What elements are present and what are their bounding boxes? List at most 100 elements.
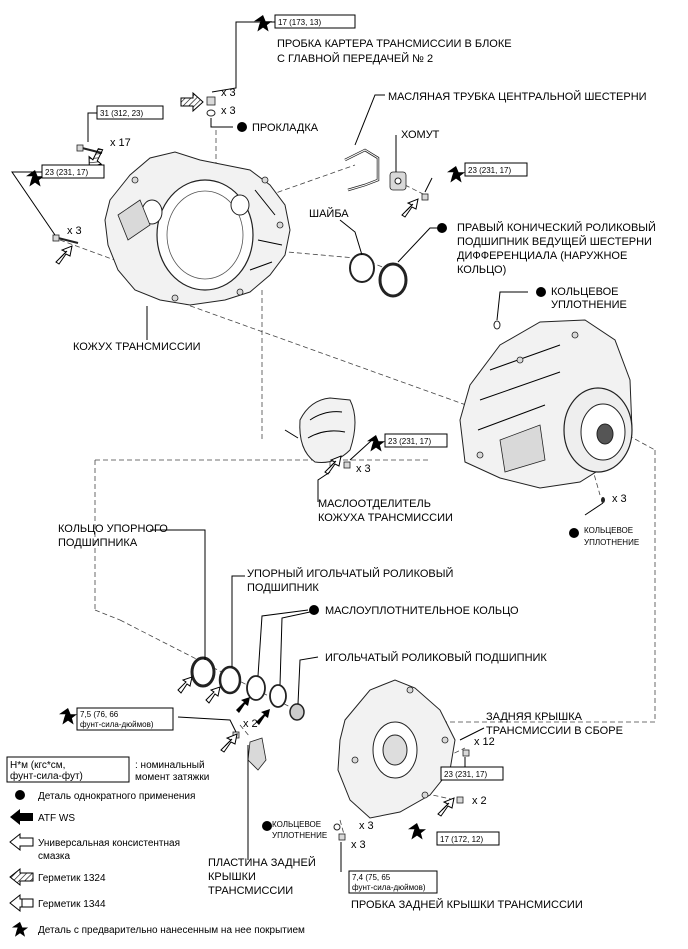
label-bearing-1: ПРАВЫЙ КОНИЧЕСКИЙ РОЛИКОВЫЙ <box>457 221 656 234</box>
qty-oring-bottom: x 3 <box>359 820 374 832</box>
torque-7-5-line2: фунт-сила-дюймов) <box>80 720 154 729</box>
qty-oring-right: x 3 <box>612 493 627 505</box>
qty-bolt31: x 17 <box>110 137 131 149</box>
rear-cover <box>337 679 456 819</box>
transmission-assembly <box>459 319 633 489</box>
legend-units-2: фунт-сила-фут) <box>10 770 83 782</box>
torque-17-173: 17 (173, 13) <box>278 18 321 27</box>
label-oil-seal: МАСЛОУПЛОТНИТЕЛЬНОЕ КОЛЬЦО <box>325 605 519 617</box>
label-oring-right-2: УПЛОТНЕНИЕ <box>584 538 639 547</box>
torque-23-clamp: 23 (231, 17) <box>468 166 511 175</box>
label-oring-top-2: УПЛОТНЕНИЕ <box>551 299 627 311</box>
dot-icon <box>237 122 247 132</box>
thrust-bearing-race <box>190 656 216 688</box>
torque-boxes: 17 (173, 13) 31 (312, 23) 23 (231, 17) 2… <box>41 14 528 894</box>
label-rear-plate-3: ТРАНСМИССИИ <box>208 885 293 897</box>
label-separator-2: КОЖУХА ТРАНСМИССИИ <box>318 512 453 524</box>
label-plug-block-2: С ГЛАВНОЙ ПЕРЕДАЧЕЙ № 2 <box>277 52 433 65</box>
quantities: x 3 x 3 x 17 x 3 x 3 x 3 x 2 x 12 x 2 x … <box>67 87 627 851</box>
qty-plug74: x 3 <box>351 839 366 851</box>
torque-23-separator: 23 (231, 17) <box>388 437 431 446</box>
label-oil-pipe: МАСЛЯНАЯ ТРУБКА ЦЕНТРАЛЬНОЙ ШЕСТЕРНИ <box>388 90 647 103</box>
label-oring-top-1: КОЛЬЦЕВОЕ <box>551 286 619 298</box>
oil-pipe <box>344 148 380 192</box>
oil-separator <box>284 397 356 463</box>
label-bearing-4: КОЛЬЦО) <box>457 264 506 276</box>
rear-cover-plate <box>247 737 267 771</box>
legend-units-box <box>6 756 130 783</box>
star-icon <box>447 166 465 183</box>
label-washer: ШАЙБА <box>309 207 349 220</box>
bearing-race <box>378 262 408 298</box>
double-arrow-icon <box>220 733 238 753</box>
star-icon <box>254 15 272 32</box>
label-oring-bottom-1: КОЛЬЦЕВОЕ <box>272 820 321 829</box>
label-gasket: ПРОКЛАДКА <box>252 122 319 134</box>
qty-plate: x 2 <box>243 718 258 730</box>
qty-gasket: x 3 <box>221 105 236 117</box>
hatched-arrow-icon <box>180 91 204 113</box>
label-clamp: ХОМУТ <box>401 129 440 141</box>
torque-7-4-line1: 7,4 (75, 65 <box>352 873 391 882</box>
qty-cover: x 12 <box>474 736 495 748</box>
label-rear-plate-1: ПЛАСТИНА ЗАДНЕЙ <box>208 856 316 869</box>
oil-seal-ring-1 <box>246 675 266 701</box>
torque-17-172: 17 (172, 12) <box>440 835 483 844</box>
legend-outline-arrow-icon <box>9 832 34 852</box>
oil-seal-ring-2 <box>269 684 287 708</box>
double-arrow-icon <box>401 198 419 218</box>
legend-units-desc-1: : номинальный <box>135 760 205 771</box>
torque-7-5-line1: 7,5 (76, 66 <box>80 710 119 719</box>
qty-bolt23-left: x 3 <box>67 225 82 237</box>
torque-31-312: 31 (312, 23) <box>100 109 143 118</box>
label-thrust-ring-1: КОЛЬЦО УПОРНОГО <box>58 523 168 535</box>
legend-sealant-1344: Герметик 1344 <box>38 899 106 910</box>
star-icon <box>59 708 77 725</box>
double-arrow-icon <box>55 245 73 265</box>
torque-23-left: 23 (231, 17) <box>45 168 88 177</box>
legend-grease-1: Универсальная консистентная <box>38 838 180 849</box>
torque-7-4-line2: фунт-сила-дюймов) <box>352 883 426 892</box>
legend-sealant-1324: Герметик 1324 <box>38 873 106 884</box>
legend-atf: ATF WS <box>38 813 75 824</box>
qty-bolt23-separator: x 3 <box>356 463 371 475</box>
label-bearing-2: ПОДШИПНИК ВЕДУЩЕЙ ШЕСТЕРНИ <box>457 235 652 248</box>
label-separator-1: МАСЛООТДЕЛИТЕЛЬ <box>318 498 431 510</box>
legend-dot-icon <box>15 790 25 800</box>
label-rear-cover-2: ТРАНСМИССИИ В СБОРЕ <box>486 725 623 737</box>
leader-lines <box>11 21 604 872</box>
label-thrust-needle-1: УПОРНЫЙ ИГОЛЬЧАТЫЙ РОЛИКОВЫЙ <box>247 567 453 580</box>
outline-arrow-icon <box>205 686 221 704</box>
o-ring-top <box>493 320 501 330</box>
label-oring-bottom-2: УПЛОТНЕНИЕ <box>272 831 327 840</box>
label-needle-bearing: ИГОЛЬЧАТЫЙ РОЛИКОВЫЙ ПОДШИПНИК <box>325 651 547 664</box>
torque-23-cover: 23 (231, 17) <box>444 770 487 779</box>
legend-precoated: Деталь с предварительно нанесенным на не… <box>38 925 305 936</box>
legend-units-1: Н*м (кгс*см, <box>10 760 65 771</box>
qty-plug: x 3 <box>221 87 236 99</box>
clamp <box>389 171 407 191</box>
thrust-needle-bearing <box>218 665 242 695</box>
qty-bolt17: x 2 <box>472 795 487 807</box>
solid-arrow-icon <box>256 709 270 725</box>
label-oring-right-1: КОЛЬЦЕВОЕ <box>584 526 633 535</box>
dot-icon <box>309 605 319 615</box>
legend-units-desc-2: момент затяжки <box>135 772 209 783</box>
label-rear-plate-2: КРЫШКИ <box>208 871 256 883</box>
label-rear-plug: ПРОБКА ЗАДНЕЙ КРЫШКИ ТРАНСМИССИИ <box>351 898 583 911</box>
label-thrust-ring-2: ПОДШИПНИКА <box>58 537 138 549</box>
legend-grease-2: смазка <box>38 851 71 862</box>
star-icon <box>367 435 385 452</box>
label-housing: КОЖУХ ТРАНСМИССИИ <box>73 341 201 353</box>
legend-star-icon <box>11 921 29 937</box>
double-arrow-icon <box>437 797 455 817</box>
outline-arrow-icon <box>177 676 193 694</box>
legend-hatched-arrow-icon <box>9 867 34 887</box>
solid-arrow-icon <box>236 697 250 713</box>
dot-icon <box>536 287 546 297</box>
dot-icon <box>569 528 579 538</box>
transmission-housing <box>104 151 291 306</box>
label-thrust-needle-2: ПОДШИПНИК <box>247 582 319 594</box>
label-bearing-3: ДИФФЕРЕНЦИАЛА (НАРУЖНОЕ <box>457 250 627 262</box>
